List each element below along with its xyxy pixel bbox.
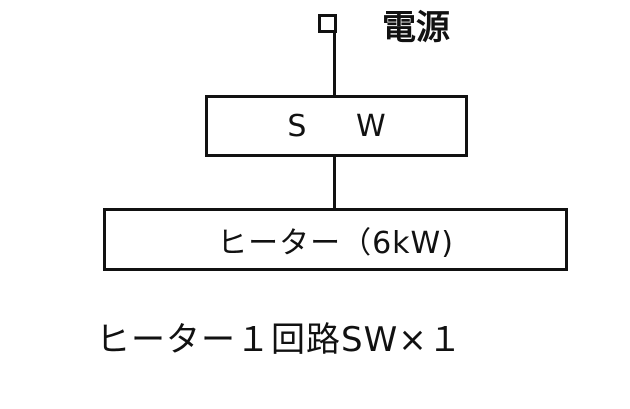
power-source-label: 電源 bbox=[382, 8, 450, 48]
diagram-caption: ヒーター１回路SW×１ bbox=[96, 320, 463, 360]
switch-box: S W bbox=[205, 95, 468, 157]
wire-power-to-switch bbox=[333, 32, 336, 95]
switch-label: S W bbox=[287, 108, 406, 144]
heater-label: ヒーター（6kW) bbox=[217, 225, 454, 261]
wire-switch-to-heater bbox=[333, 157, 336, 208]
power-terminal-icon bbox=[318, 14, 337, 33]
heater-box: ヒーター（6kW) bbox=[103, 208, 568, 271]
